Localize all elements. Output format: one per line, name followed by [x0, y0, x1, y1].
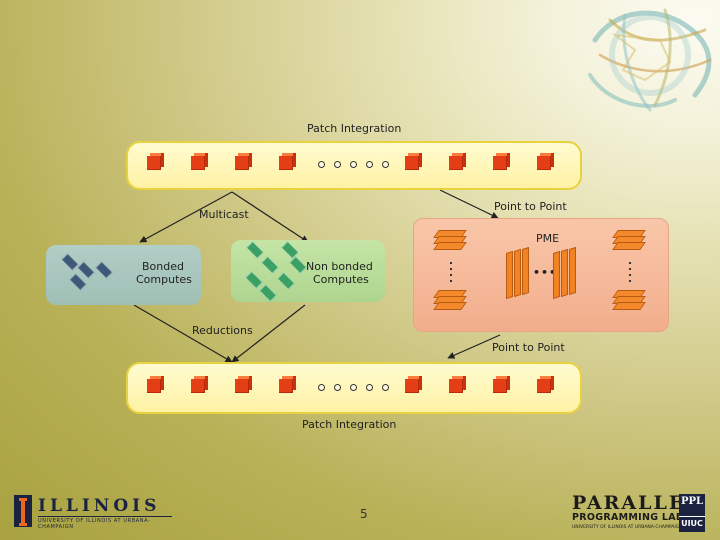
patch-cube [147, 153, 164, 170]
ellipsis-circle [318, 161, 325, 168]
ellipsis-circle [382, 384, 389, 391]
ellipsis-circle [366, 384, 373, 391]
pme-slab [514, 248, 521, 298]
point-to-point-bottom-label: Point to Point [492, 341, 565, 354]
pme-slab [506, 250, 513, 300]
point-to-point-top-label: Point to Point [494, 200, 567, 213]
patch-cube [449, 153, 466, 170]
patch-cube [405, 376, 422, 393]
ellipsis-circle [334, 384, 341, 391]
reductions-label: Reductions [192, 324, 253, 337]
patch-integration-top-label: Patch Integration [307, 122, 402, 135]
molecule-illustration [588, 8, 712, 112]
nonbonded-label-line2: Computes [313, 273, 369, 286]
bonded-label-line2: Computes [136, 273, 192, 286]
illinois-block-i-icon [14, 495, 32, 527]
patch-cube [191, 153, 208, 170]
pme-slab [561, 248, 568, 298]
patch-cube [537, 153, 554, 170]
illinois-logo: ILLINOIS UNIVERSITY OF ILLINOIS AT URBAN… [14, 495, 174, 530]
patch-cube [191, 376, 208, 393]
ppl-badge-top: PPL [680, 496, 704, 507]
bonded-label-line1: Bonded [142, 260, 184, 273]
pme-stack-bottom-right [612, 290, 646, 312]
patch-cube [147, 376, 164, 393]
patch-cube [449, 376, 466, 393]
illinois-subtitle: UNIVERSITY OF ILLINOIS AT URBANA-CHAMPAI… [38, 518, 151, 530]
ellipsis-circle [350, 384, 357, 391]
patch-integration-bottom-label: Patch Integration [302, 418, 397, 431]
pme-slab [553, 250, 560, 300]
ellipsis-circle [318, 384, 325, 391]
patch-cube [279, 376, 296, 393]
illinois-wordmark: ILLINOIS [38, 496, 161, 516]
ellipsis-circle [334, 161, 341, 168]
pme-horizontal-ellipsis: ••• [533, 266, 558, 279]
patch-cube [537, 376, 554, 393]
pme-slab [569, 246, 576, 296]
ellipsis-circle [366, 161, 373, 168]
ellipsis-circle [350, 161, 357, 168]
ellipsis-circle [382, 161, 389, 168]
patch-cube [405, 153, 422, 170]
nonbonded-label-line1: Non bonded [306, 260, 373, 273]
patch-cube [235, 376, 252, 393]
pme-stack-bottom-left [433, 290, 467, 312]
page-number: 5 [360, 507, 368, 521]
pme-slab [522, 246, 529, 296]
pme-label: PME [536, 232, 560, 245]
pme-stack-top-right [612, 230, 646, 252]
patch-cube [279, 153, 296, 170]
patch-cube [493, 376, 510, 393]
pme-vertical-ellipsis-left [450, 262, 452, 282]
ppl-badge-bottom: UIUC [679, 516, 705, 528]
ppl-line2: PROGRAMMING LAB [572, 512, 684, 523]
multicast-label: Multicast [199, 208, 249, 221]
ppl-line3: UNIVERSITY OF ILLINOIS AT URBANA-CHAMPAI… [572, 525, 683, 530]
patch-cube [493, 153, 510, 170]
ppl-badge-icon: PPL UIUC [679, 494, 705, 532]
pme-stack-top-left [433, 230, 467, 252]
patch-cube [235, 153, 252, 170]
ppl-logo: PARALLEL PROGRAMMING LAB UNIVERSITY OF I… [570, 492, 710, 534]
ppl-line1: PARALLEL [572, 492, 701, 514]
pme-vertical-ellipsis-right [629, 262, 631, 282]
